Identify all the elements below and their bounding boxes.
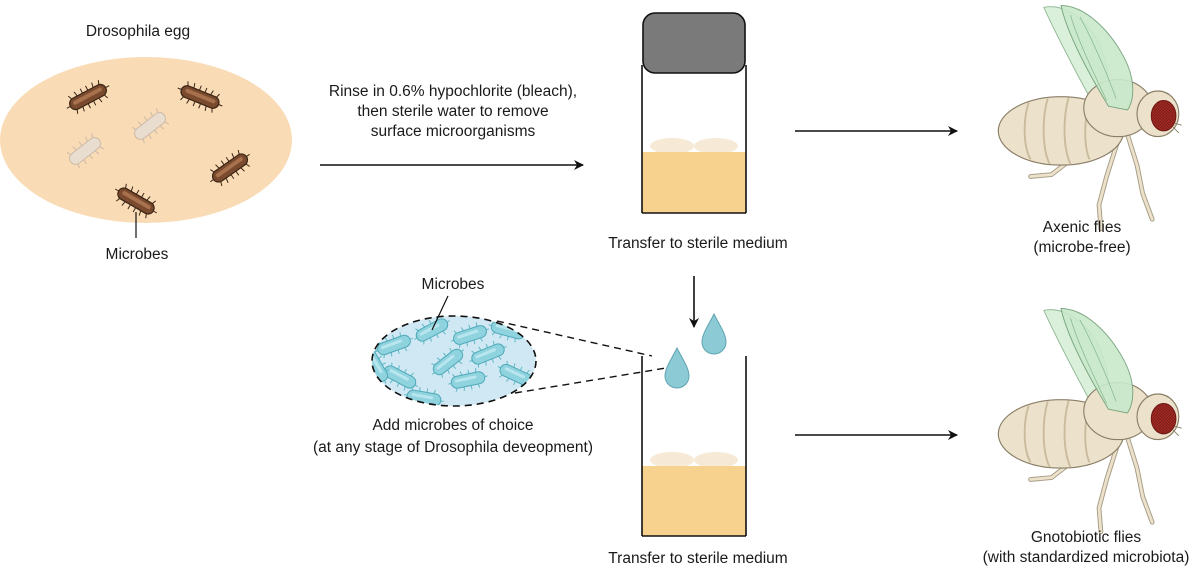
zoom-line-upper (496, 320, 653, 357)
vial-pellet (650, 138, 694, 154)
gnotobiotic-label-1: Gnotobiotic flies (1031, 529, 1142, 546)
droplet-2 (664, 346, 690, 389)
microbes-label-top: Microbes (106, 246, 169, 263)
zoom-line-lower (514, 367, 667, 394)
microbes-label-bottom: Microbes (422, 276, 485, 293)
microbes-leader-line-bottom (431, 295, 449, 331)
axenic-label-1: Axenic flies (1043, 219, 1122, 236)
transfer-label-top: Transfer to sterile medium (608, 235, 787, 252)
add-microbes-label-1: Add microbes of choice (372, 417, 533, 434)
rinse-instructions: Rinse in 0.6% hypochlorite (bleach), the… (329, 83, 577, 140)
rinse-line-2: then sterile water to remove (357, 103, 548, 120)
vial-cap (642, 12, 746, 74)
droplet-1 (701, 312, 727, 355)
gnotobiotic-label-2: (with standardized microbiota) (983, 549, 1190, 566)
microbe-culture (371, 315, 537, 407)
add-microbes-label-2: (at any stage of Drosophila deveopment) (313, 439, 593, 456)
axenic-fly-illustration (998, 5, 1181, 228)
vial-medium (642, 152, 746, 213)
sterile-vial-bottom (641, 356, 747, 537)
vial-medium (642, 466, 746, 536)
drosophila-egg (0, 57, 292, 223)
vial-pellet (650, 452, 694, 468)
rinse-line-1: Rinse in 0.6% hypochlorite (bleach), (329, 83, 577, 100)
gnotobiotic-fly-illustration (998, 309, 1181, 532)
egg-title: Drosophila egg (86, 23, 190, 40)
axenic-label-2: (microbe-free) (1033, 239, 1130, 256)
rinse-line-3: surface microorganisms (371, 123, 536, 140)
vial-pellet (694, 452, 738, 468)
sterile-vial-top (641, 12, 747, 214)
vial-pellet (694, 138, 738, 154)
transfer-label-bottom: Transfer to sterile medium (608, 550, 787, 567)
